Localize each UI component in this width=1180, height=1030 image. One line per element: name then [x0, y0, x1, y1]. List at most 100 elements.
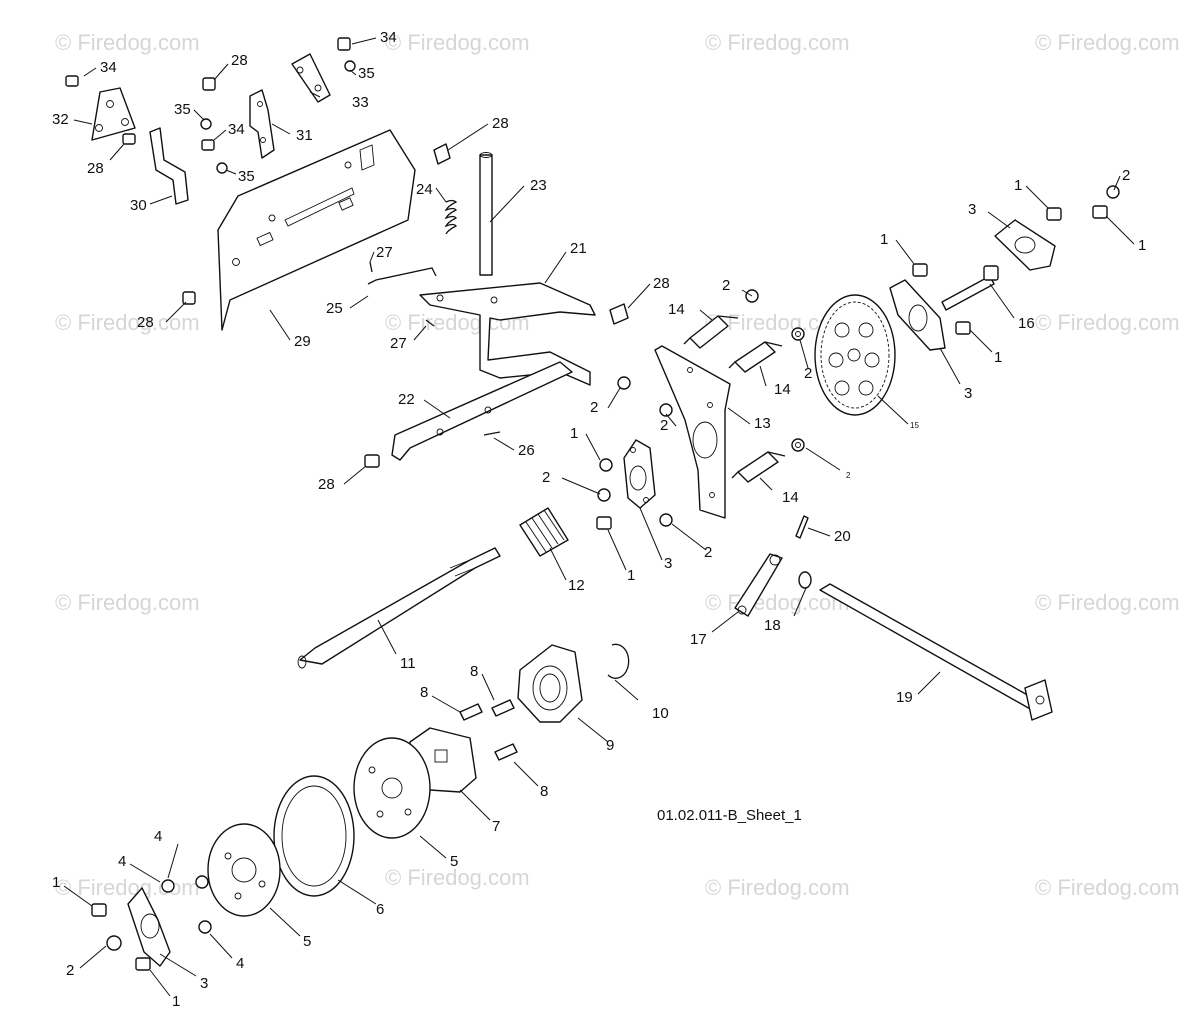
bearing-housing-9 [517, 644, 583, 723]
hardware-lower-left [91, 875, 212, 971]
callout-2: 2 [722, 277, 730, 294]
callout-19: 19 [896, 689, 913, 706]
sheet-identifier: 01.02.011-B_Sheet_1 [657, 807, 802, 824]
callout-2: 2 [590, 399, 598, 416]
callout-10: 10 [652, 705, 669, 722]
hardware-top-left [65, 37, 451, 305]
shift-rod-19 [819, 583, 1053, 721]
bracket-31 [249, 89, 275, 159]
bracket-plate-32 [91, 87, 136, 141]
retaining-ring-10 [607, 643, 630, 679]
callout-9: 9 [606, 737, 614, 754]
callout-1: 1 [1138, 237, 1146, 254]
callout-8: 8 [470, 663, 478, 680]
spacer-14b [728, 341, 783, 373]
bracket-plate-33 [291, 53, 331, 103]
callout-15: 15 [910, 421, 919, 430]
callout-1: 1 [994, 349, 1002, 366]
pin-20 [795, 515, 809, 539]
callout-2: 2 [704, 544, 712, 561]
callout-16: 16 [1018, 315, 1035, 332]
callout-31: 31 [296, 127, 313, 144]
watermark: © Firedog.com [1035, 875, 1180, 900]
callout-2: 2 [846, 471, 851, 480]
callout-18: 18 [764, 617, 781, 634]
side-plate-13 [654, 345, 731, 519]
callout-28: 28 [87, 160, 104, 177]
callout-35: 35 [174, 101, 191, 118]
callout-3: 3 [200, 975, 208, 992]
hardware-top-right [912, 185, 1120, 335]
callout-22: 22 [398, 391, 415, 408]
callout-4: 4 [236, 955, 244, 972]
callout-35: 35 [238, 168, 255, 185]
watermark: © Firedog.com [1035, 590, 1180, 615]
watermark: © Firedog.com [55, 310, 200, 335]
watermark: © Firedog.com [705, 30, 850, 55]
spacer-14a [683, 315, 739, 349]
bracket-30 [149, 127, 189, 205]
callout-14: 14 [782, 489, 799, 506]
callout-8: 8 [540, 783, 548, 800]
callout-1: 1 [52, 874, 60, 891]
callout-33: 33 [352, 94, 369, 111]
callout-14: 14 [774, 381, 791, 398]
callout-1: 1 [627, 567, 635, 584]
watermarks: © Firedog.com © Firedog.com © Firedog.co… [55, 30, 1180, 900]
spring-24 [444, 199, 458, 235]
callout-12: 12 [568, 577, 585, 594]
callout-34: 34 [100, 59, 117, 76]
spacer-14c [731, 451, 786, 483]
spline-gear-12 [519, 507, 569, 557]
callout-21: 21 [570, 240, 587, 257]
callout-4: 4 [118, 853, 126, 870]
shift-arm-22 [391, 361, 573, 461]
shift-bracket-21 [419, 282, 596, 386]
callout-7: 7 [492, 818, 500, 835]
callout-14: 14 [668, 301, 685, 318]
callout-27: 27 [390, 335, 407, 352]
callout-34: 34 [228, 121, 245, 138]
gear-15 [814, 294, 896, 416]
watermark: © Firedog.com [705, 875, 850, 900]
callout-28: 28 [137, 314, 154, 331]
callout-35: 35 [358, 65, 375, 82]
watermark: © Firedog.com [55, 875, 200, 900]
callout-28: 28 [231, 52, 248, 69]
callout-numbers: 34 32 28 30 28 35 34 35 31 33 35 34 28 2… [52, 29, 1146, 1010]
callout-13: 13 [754, 415, 771, 432]
callout-30: 30 [130, 197, 147, 214]
callout-25: 25 [326, 300, 343, 317]
leader-lines [63, 37, 1135, 997]
callout-29: 29 [294, 333, 311, 350]
callout-27: 27 [376, 244, 393, 261]
callout-2: 2 [542, 469, 550, 486]
watermark: © Firedog.com [385, 865, 530, 890]
callout-3: 3 [964, 385, 972, 402]
callout-1: 1 [1014, 177, 1022, 194]
callout-3: 3 [968, 201, 976, 218]
drive-disc-5-upper [353, 737, 431, 839]
watermark: © Firedog.com [1035, 310, 1180, 335]
callout-34: 34 [380, 29, 397, 46]
bearing-flange-3-top [994, 219, 1056, 271]
watermark: © Firedog.com [55, 30, 200, 55]
bolts-8 [459, 699, 518, 761]
bearing-flange-3-center [623, 439, 656, 509]
watermark: © Firedog.com [55, 590, 200, 615]
callout-2: 2 [660, 417, 668, 434]
callout-17: 17 [690, 631, 707, 648]
callout-32: 32 [52, 111, 69, 128]
callout-3: 3 [664, 555, 672, 572]
washer-18 [798, 571, 812, 589]
callout-2: 2 [804, 365, 812, 382]
callout-5: 5 [450, 853, 458, 870]
lever-17 [734, 553, 783, 617]
friction-wheel-6 [273, 775, 355, 897]
hardware-center [364, 303, 631, 468]
watermark: © Firedog.com [1035, 30, 1180, 55]
drive-disc-5-lower [207, 823, 281, 917]
callout-5: 5 [303, 933, 311, 950]
callout-4: 4 [154, 828, 162, 845]
